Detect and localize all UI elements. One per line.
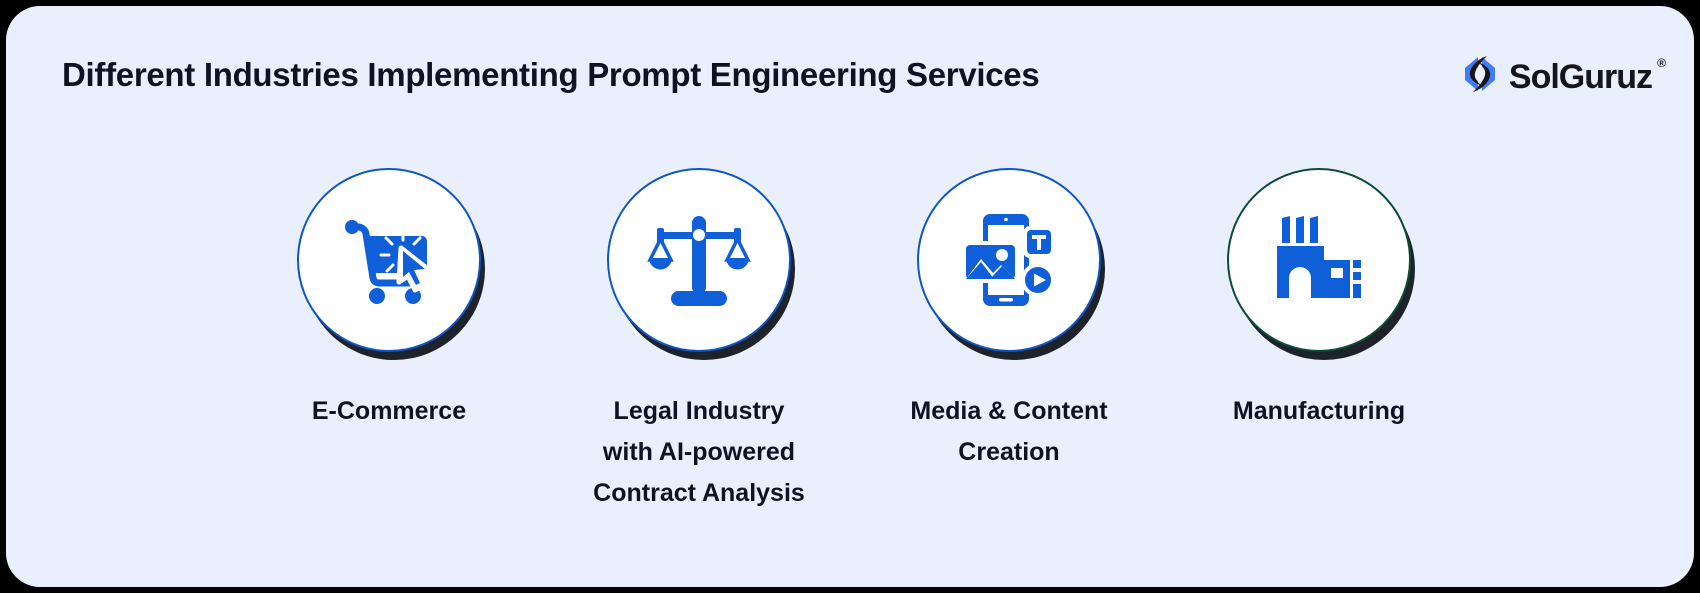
- infographic-panel: Different Industries Implementing Prompt…: [6, 6, 1694, 587]
- industry-card[interactable]: Media & Content Creation: [854, 168, 1164, 473]
- brand-logo[interactable]: SolGuruz ®: [1458, 52, 1666, 101]
- industry-card[interactable]: Legal Industry with AI-powered Contract …: [544, 168, 854, 513]
- page-title: Different Industries Implementing Prompt…: [62, 56, 1040, 93]
- icon-circle: [1227, 168, 1411, 352]
- industry-card-label: Legal Industry with AI-powered Contract …: [593, 397, 805, 507]
- industry-card-label: Media & Content Creation: [910, 397, 1108, 466]
- factory-building-icon: [1269, 210, 1369, 310]
- icon-circle: [917, 168, 1101, 352]
- shopping-cart-click-icon: [337, 208, 441, 312]
- industry-card[interactable]: Manufacturing: [1164, 168, 1474, 432]
- solguruz-hex-logo-icon: [1458, 52, 1502, 101]
- mobile-media-content-icon: [957, 208, 1061, 312]
- industry-card[interactable]: E-Commerce: [234, 168, 544, 432]
- brand-wordmark: SolGuruz ®: [1508, 57, 1666, 96]
- scales-of-justice-icon: [647, 208, 751, 312]
- icon-circle: [607, 168, 791, 352]
- industry-card-label: E-Commerce: [311, 397, 467, 425]
- icon-circle: [297, 168, 481, 352]
- registered-trademark-icon: ®: [1657, 55, 1666, 70]
- brand-name: SolGuruz: [1508, 57, 1653, 96]
- header: Different Industries Implementing Prompt…: [6, 6, 1694, 134]
- industry-cards-row: E-Commerce: [234, 168, 1474, 513]
- industry-card-label: Manufacturing: [1232, 397, 1406, 425]
